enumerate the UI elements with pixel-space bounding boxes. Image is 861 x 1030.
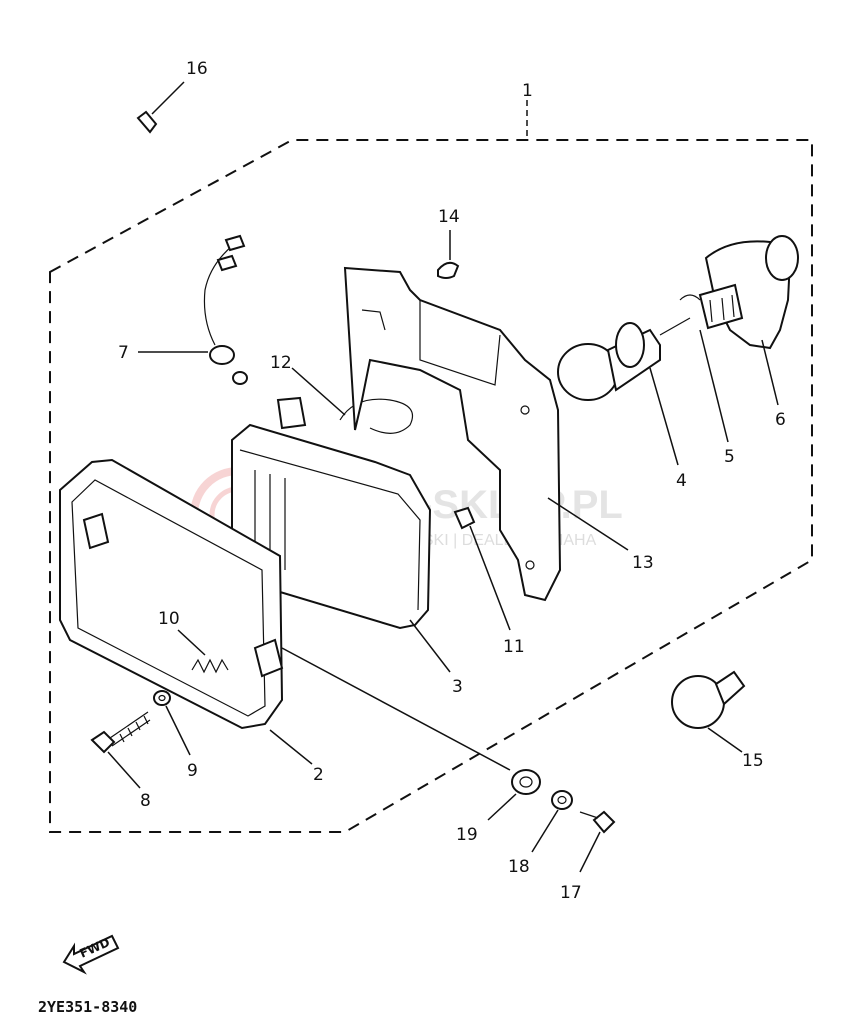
callout-8: 8 [140,791,151,811]
part-11-nut [453,506,511,631]
part-19-grommet [487,769,541,821]
callout-6: 6 [775,410,786,430]
part-10-spring [177,629,229,674]
diagram-code: 2YE351-8340 [38,998,137,1016]
callout-1: 1 [522,81,533,101]
part-15-bulb [671,670,746,753]
callout-3: 3 [452,677,463,697]
callout-19: 19 [456,825,478,845]
part-2-rim [59,458,313,765]
callout-17: 17 [560,883,582,903]
callout-18: 18 [508,857,530,877]
callout-2: 2 [313,765,324,785]
callout-5: 5 [724,447,735,467]
part-3-lens [231,396,451,673]
part-16-bulb [136,81,185,134]
callout-13: 13 [632,553,654,573]
callout-16: 16 [186,59,208,79]
callout-11: 11 [503,637,525,657]
part-8-bolt [90,711,151,789]
assembly-boundary [49,139,813,833]
part-9-washer [153,690,191,756]
fwd-arrow-icon: FWD [62,934,120,975]
callout-10: 10 [158,609,180,629]
callout-9: 9 [187,761,198,781]
part-7-socket [138,234,248,385]
part-17-screw [579,810,616,873]
callout-12: 12 [270,353,292,373]
part-18-collar [531,790,573,853]
callout-7: 7 [118,343,129,363]
part-14-bulb [437,230,460,279]
callout-15: 15 [742,751,764,771]
part-13-bracket [343,266,629,602]
part-5-socket [679,283,744,443]
part-4-bulb [557,317,691,466]
callout-14: 14 [438,207,460,227]
callout-4: 4 [676,471,687,491]
